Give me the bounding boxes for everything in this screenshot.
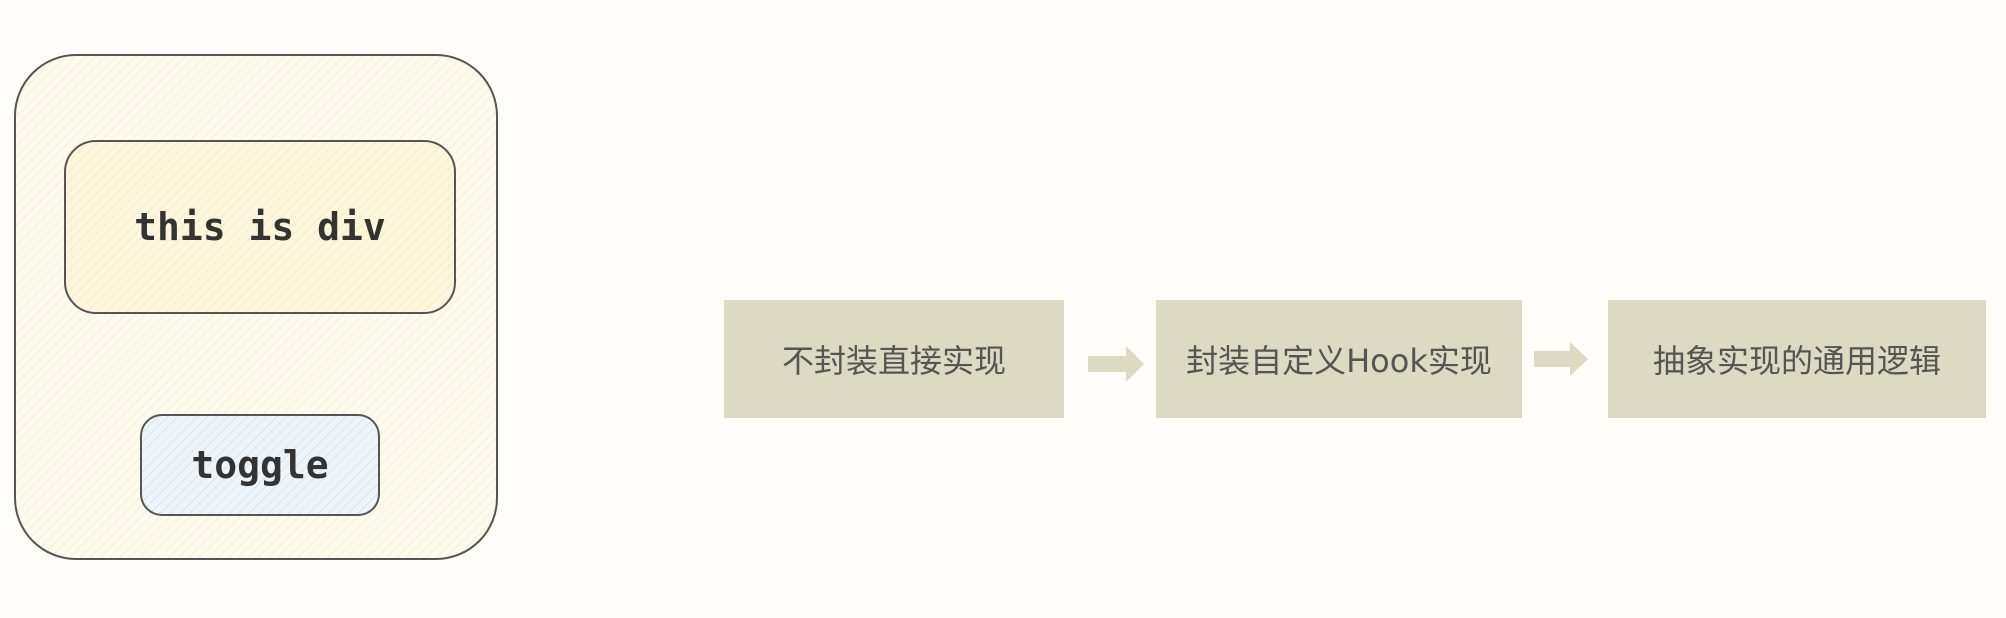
flow-step-label: 抽象实现的通用逻辑 xyxy=(1652,342,1941,380)
component-container: this is div toggle xyxy=(14,54,498,560)
div-element: this is div xyxy=(64,140,456,314)
right-arrow-icon xyxy=(1088,346,1144,382)
flow-step-direct: 不封装直接实现 xyxy=(724,300,1064,418)
toggle-button-label: toggle xyxy=(191,443,329,487)
flow-step-abstract-logic: 抽象实现的通用逻辑 xyxy=(1608,300,1986,418)
flow-step-label: 不封装直接实现 xyxy=(781,342,1006,380)
flow-step-label: 封装自定义Hook实现 xyxy=(1186,342,1492,380)
toggle-button[interactable]: toggle xyxy=(140,414,380,516)
div-label: this is div xyxy=(134,205,386,249)
flow-step-custom-hook: 封装自定义Hook实现 xyxy=(1156,300,1522,418)
right-arrow-icon xyxy=(1534,342,1588,376)
